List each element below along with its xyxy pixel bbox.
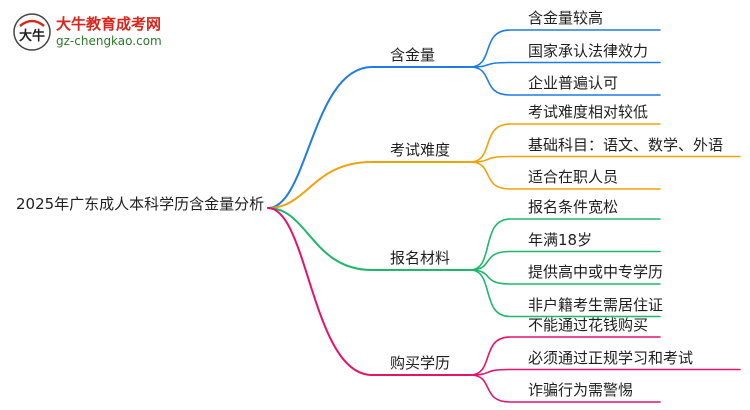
branch-node-2: 考试难度 xyxy=(390,141,451,159)
leaf-node-2-1: 考试难度相对较低 xyxy=(528,103,649,121)
logo-url: gz-chengkao.com xyxy=(56,34,162,48)
child-connector-3-4 xyxy=(469,269,661,318)
child-connector-3-2 xyxy=(469,250,661,271)
leaf-node-3-2: 年满18岁 xyxy=(528,230,593,249)
logo-mark-icon: 大牛 xyxy=(13,13,51,51)
leaf-node-4-3: 诈骗行为需警惕 xyxy=(528,381,634,399)
leaf-node-3-1: 报名条件宽松 xyxy=(528,198,619,216)
child-connector-2-1 xyxy=(469,123,661,163)
leaf-node-3-3: 提供高中或中专学历 xyxy=(528,263,664,281)
branch-connector-1 xyxy=(267,66,471,209)
logo-name: 大牛教育成考网 xyxy=(56,15,162,33)
logo-mark-text: 大牛 xyxy=(19,28,45,44)
child-connector-2-3 xyxy=(469,161,661,190)
branch-connector-3 xyxy=(267,207,471,271)
root-node: 2025年广东成人本科学历含金量分析 xyxy=(16,195,265,213)
child-connector-2-2 xyxy=(469,155,741,163)
leaf-node-2-2: 基础科目：语文、数学、外语 xyxy=(528,135,724,154)
child-connector-1-1 xyxy=(469,29,661,68)
child-connector-4-2 xyxy=(469,368,741,376)
child-connector-4-1 xyxy=(469,336,661,376)
branch-node-4: 购买学历 xyxy=(390,354,451,372)
leaf-node-3-4: 非户籍考生需居住证 xyxy=(528,295,664,314)
child-connector-4-3 xyxy=(469,374,661,403)
child-connector-1-3 xyxy=(469,66,661,96)
child-connector-1-2 xyxy=(469,61,661,68)
branch-node-1: 含金量 xyxy=(390,46,436,64)
child-connector-3-1 xyxy=(469,218,661,271)
child-connector-3-3 xyxy=(469,269,661,285)
site-logo[interactable]: 大牛 大牛教育成考网 gz-chengkao.com xyxy=(12,10,172,54)
branch-connector-2 xyxy=(267,161,471,209)
leaf-node-2-3: 适合在职人员 xyxy=(528,168,619,186)
branch-connector-4 xyxy=(267,207,471,376)
leaf-node-1-2: 国家承认法律效力 xyxy=(528,41,649,60)
branch-node-3: 报名材料 xyxy=(390,249,451,267)
leaf-node-1-1: 含金量较高 xyxy=(528,9,604,27)
leaf-node-4-1: 不能通过花钱购买 xyxy=(528,316,649,334)
leaf-node-1-3: 企业普遍认可 xyxy=(528,74,619,92)
leaf-node-4-2: 必须通过正规学习和考试 xyxy=(528,348,694,367)
